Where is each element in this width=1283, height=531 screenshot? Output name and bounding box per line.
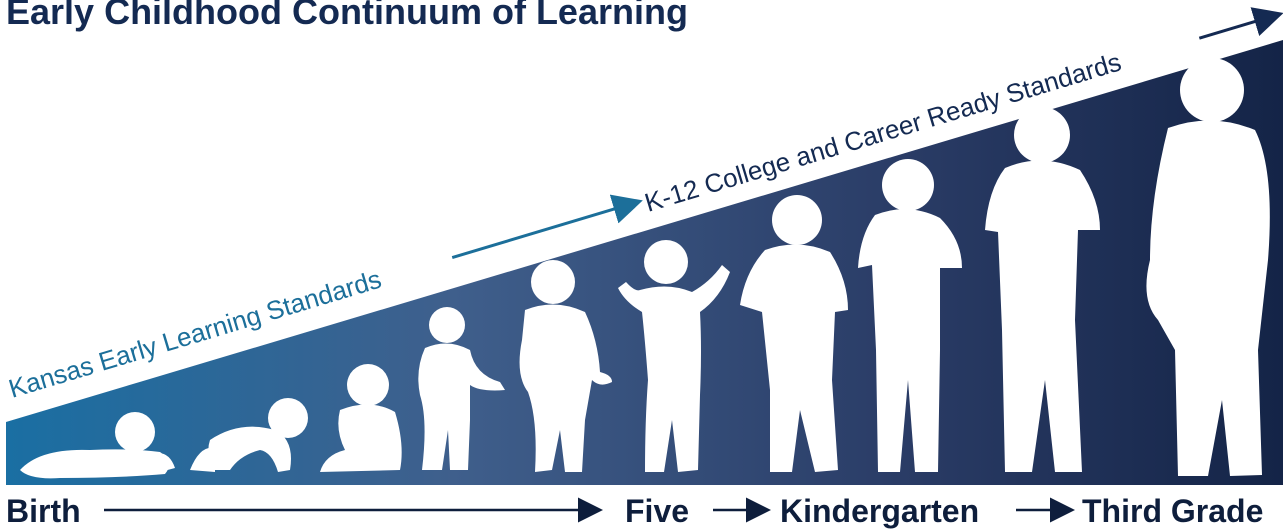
- silhouette-child-third-grade: [1146, 58, 1270, 477]
- silhouette-toddler: [418, 307, 505, 470]
- timeline-five: Five: [625, 493, 689, 529]
- early-learning-arrow: [451, 194, 643, 260]
- silhouette-infant-sitting: [320, 364, 402, 472]
- age-timeline: Birth Five Kindergarten Third Grade: [6, 493, 1263, 529]
- timeline-third-grade: Third Grade: [1082, 493, 1263, 529]
- k12-arrow: [1198, 7, 1283, 40]
- silhouette-infant-lying: [20, 412, 175, 479]
- silhouette-child-2: [519, 260, 612, 472]
- silhouette-infant-crawling: [190, 398, 308, 472]
- silhouette-child-3: [618, 240, 730, 472]
- silhouette-child-grade-2: [985, 107, 1100, 472]
- page-title: Early Childhood Continuum of Learning: [6, 0, 688, 32]
- silhouette-child-grade-1: [858, 159, 962, 472]
- timeline-birth: Birth: [6, 493, 81, 529]
- timeline-kindergarten: Kindergarten: [780, 493, 979, 529]
- silhouette-child-kindergarten: [740, 195, 848, 472]
- children-silhouettes: [20, 58, 1270, 479]
